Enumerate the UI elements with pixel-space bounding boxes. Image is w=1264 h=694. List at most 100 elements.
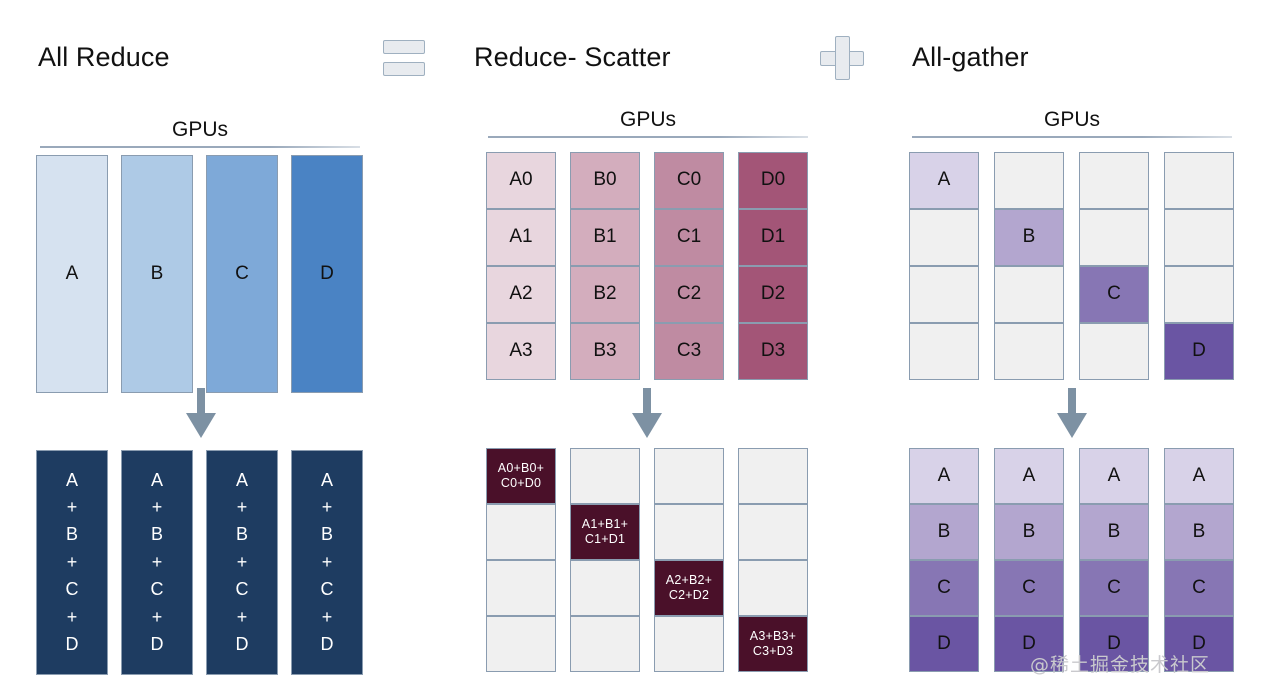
all-gather-empty-cell (994, 323, 1064, 380)
reduce-scatter-cell: C3 (654, 323, 724, 380)
reduce-scatter-cell: C0 (654, 152, 724, 209)
all-reduce-gpu-bar: A (36, 155, 108, 393)
result-line: C1+D1 (584, 532, 626, 546)
all-gather-result-cell: D (1164, 616, 1234, 672)
reduce-scatter-cell: B2 (570, 266, 640, 323)
all-reduce-result-text: A+B+C+D (66, 467, 79, 659)
all-gather-empty-cell (994, 152, 1064, 209)
result-line: D (235, 633, 249, 654)
result-line: C3+D3 (752, 644, 794, 658)
equals-sign-icon (383, 40, 425, 78)
all-gather-empty-cell (909, 323, 979, 380)
result-line: + (151, 497, 163, 518)
all-reduce-result-bar: A + B + C + D (121, 450, 193, 675)
reduce-scatter-empty-cell (654, 448, 724, 504)
result-line: + (66, 497, 78, 518)
all-gather-result-cell: B (1079, 504, 1149, 560)
result-line: A (150, 469, 163, 490)
all-gather-empty-cell (1164, 152, 1234, 209)
all-gather-result-cell: B (1164, 504, 1234, 560)
result-line: A0+B0+ (497, 461, 545, 475)
result-line: C (235, 579, 249, 600)
all-reduce-result-text: A+B+C+D (236, 467, 249, 659)
reduce-scatter-empty-cell (486, 616, 556, 672)
reduce-scatter-empty-cell (654, 616, 724, 672)
all-gather-result-cell: B (994, 504, 1064, 560)
arrow-down-icon-reduce-scatter (632, 388, 662, 438)
reduce-scatter-cell: B3 (570, 323, 640, 380)
all-gather-result-cell: D (909, 616, 979, 672)
arrow-head (1057, 413, 1087, 438)
all-gather-empty-cell (909, 209, 979, 266)
result-line: B (150, 524, 163, 545)
reduce-scatter-empty-cell (738, 560, 808, 616)
result-line: B (65, 524, 78, 545)
all-gather-empty-cell (1164, 266, 1234, 323)
all-gather-shard-cell: C (1079, 266, 1149, 323)
reduce-scatter-cell: B1 (570, 209, 640, 266)
reduce-scatter-empty-cell (738, 448, 808, 504)
result-line: C2+D2 (668, 588, 710, 602)
all-gather-result-cell: B (909, 504, 979, 560)
result-line: + (66, 606, 78, 627)
result-line: + (321, 606, 333, 627)
section-title-reduce-scatter: Reduce- Scatter (474, 42, 671, 72)
all-reduce-result-bar: A+B+C+D (36, 450, 108, 675)
result-line: A (235, 469, 248, 490)
watermark: @稀土掘金技术社区 (1030, 654, 1211, 676)
gpus-label: GPUs (171, 118, 228, 141)
arrow-shaft (1068, 388, 1076, 416)
reduce-scatter-empty-cell (570, 560, 640, 616)
gpus-label: GPUs (1043, 108, 1100, 131)
reduce-scatter-result-cell: A2+B2+C2+D2 (654, 560, 724, 616)
all-gather-result-cell: A (994, 448, 1064, 504)
reduce-scatter-cell: A0 (486, 152, 556, 209)
result-line: C (150, 579, 164, 600)
reduce-scatter-empty-cell (486, 560, 556, 616)
reduce-scatter-cell: D2 (738, 266, 808, 323)
result-line: A (320, 469, 333, 490)
reduce-scatter-cell: A1 (486, 209, 556, 266)
all-reduce-result-text: A + B + C + D (151, 467, 164, 659)
all-reduce-gpu-bar: B (121, 155, 193, 393)
equals-bar-bottom (383, 62, 425, 76)
all-reduce-result-bar: A+B+C+D (206, 450, 278, 675)
all-gather-result-cell: A (909, 448, 979, 504)
gpus-rule (488, 136, 808, 138)
reduce-scatter-empty-cell (486, 504, 556, 560)
result-line: A3+B3+ (749, 629, 797, 643)
reduce-scatter-empty-cell (570, 448, 640, 504)
result-line: C (65, 579, 79, 600)
reduce-scatter-result-cell: A3+B3+C3+D3 (738, 616, 808, 672)
reduce-scatter-empty-cell (570, 616, 640, 672)
reduce-scatter-cell: C1 (654, 209, 724, 266)
arrow-shaft (643, 388, 651, 416)
arrow-down-icon-all-reduce (186, 388, 216, 438)
section-title-all-reduce: All Reduce (38, 42, 170, 72)
all-gather-empty-cell (1079, 323, 1149, 380)
all-gather-empty-cell (909, 266, 979, 323)
reduce-scatter-cell: C2 (654, 266, 724, 323)
plus-core (836, 52, 848, 64)
result-line: D (320, 633, 334, 654)
result-line: + (151, 606, 163, 627)
equals-bar-top (383, 40, 425, 54)
result-line: + (66, 551, 78, 572)
result-line: D (150, 633, 164, 654)
result-line: + (151, 551, 163, 572)
result-line: + (236, 497, 248, 518)
result-line: + (321, 551, 333, 572)
all-gather-empty-cell (1079, 209, 1149, 266)
all-gather-shard-cell: B (994, 209, 1064, 266)
result-line: C (320, 579, 334, 600)
reduce-scatter-cell: B0 (570, 152, 640, 209)
all-gather-result-cell: C (994, 560, 1064, 616)
all-gather-result-cell: C (1164, 560, 1234, 616)
reduce-scatter-cell: A2 (486, 266, 556, 323)
reduce-scatter-cell: D3 (738, 323, 808, 380)
all-gather-result-cell: D (994, 616, 1064, 672)
all-reduce-result-bar: A+B+C+D (291, 450, 363, 675)
all-gather-result-cell: D (1079, 616, 1149, 672)
result-line: + (236, 551, 248, 572)
reduce-scatter-cell: D0 (738, 152, 808, 209)
